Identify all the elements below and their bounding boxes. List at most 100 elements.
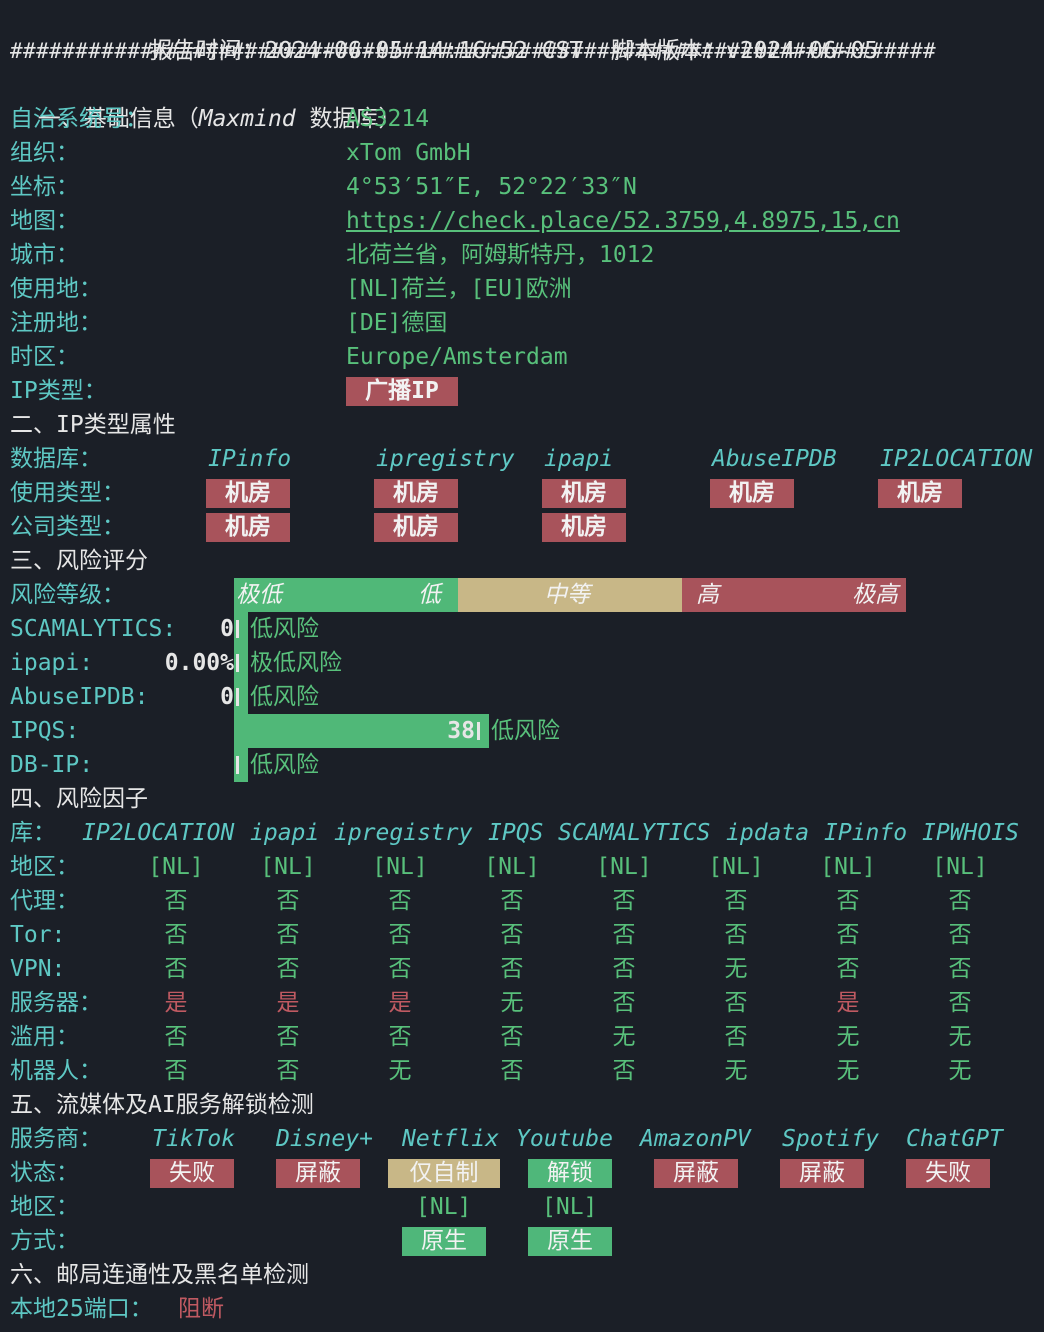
risk-source-label: ipapi: bbox=[10, 650, 94, 676]
factor-row-label: 滥用： bbox=[10, 1024, 79, 1050]
factor-value: 否 bbox=[276, 922, 300, 948]
stream-status-badge: 屏蔽 bbox=[276, 1159, 360, 1188]
factor-value: 否 bbox=[948, 888, 972, 914]
risk-score-marker bbox=[236, 756, 239, 774]
risk-score-marker bbox=[236, 688, 239, 706]
separator-rule: ########################################… bbox=[10, 39, 937, 63]
stream-method-badge: 原生 bbox=[528, 1227, 612, 1256]
factor-value: 否 bbox=[388, 922, 412, 948]
basic-field-label: 坐标： bbox=[10, 174, 79, 200]
factor-value: 是 bbox=[276, 990, 300, 1016]
usage-type-badge: 机房 bbox=[206, 479, 290, 508]
usage-type-badge: 机房 bbox=[710, 479, 794, 508]
basic-field-label: 注册地： bbox=[10, 310, 102, 336]
factor-value: 是 bbox=[164, 990, 188, 1016]
ip-type-badge: 广播IP bbox=[346, 377, 458, 406]
status-label: 状态： bbox=[10, 1160, 79, 1186]
factor-row-label: Tor: bbox=[10, 922, 66, 948]
factor-value: 否 bbox=[948, 956, 972, 982]
provider-label: 服务商： bbox=[10, 1126, 102, 1152]
factor-value: 否 bbox=[276, 1024, 300, 1050]
factor-value: [NL] bbox=[820, 854, 876, 880]
factor-value: 否 bbox=[836, 888, 860, 914]
factor-value: [NL] bbox=[932, 854, 988, 880]
factor-value: 否 bbox=[164, 888, 188, 914]
usage-type-badge: 机房 bbox=[542, 479, 626, 508]
basic-field-label: 城市： bbox=[10, 242, 79, 268]
factor-lib-name: SCAMALYTICS bbox=[558, 820, 711, 846]
risk-score-value bbox=[14, 748, 234, 782]
factor-value: 否 bbox=[164, 1024, 188, 1050]
factor-value: 无 bbox=[948, 1058, 972, 1084]
section-streaming-title: 五、流媒体及AI服务解锁检测 bbox=[10, 1092, 314, 1118]
section-mail-title: 六、邮局连通性及黑名单检测 bbox=[10, 1262, 309, 1288]
factor-value: 否 bbox=[164, 922, 188, 948]
factor-value: 无 bbox=[836, 1058, 860, 1084]
factor-value: 否 bbox=[724, 922, 748, 948]
factor-row-label: 地区： bbox=[10, 854, 79, 880]
basic-field-value: 4°53′51″E, 52°22′33″N bbox=[346, 174, 637, 200]
stream-status-badge: 屏蔽 bbox=[780, 1159, 864, 1188]
basic-field-value: 北荷兰省，阿姆斯特丹，1012 bbox=[346, 242, 655, 268]
factor-lib-name: IPinfo bbox=[824, 820, 908, 846]
stream-region-value: [NL] bbox=[542, 1194, 598, 1220]
factor-value: 否 bbox=[500, 1058, 524, 1084]
company-type-badge: 机房 bbox=[542, 513, 626, 542]
usage-type-badge: 机房 bbox=[878, 479, 962, 508]
factor-lib-name: IPQS bbox=[488, 820, 544, 846]
map-link[interactable]: https://check.place/52.3759,4.8975,15,cn bbox=[346, 208, 900, 234]
risk-level-text: 低风险 bbox=[250, 684, 319, 710]
factor-value: 否 bbox=[612, 1058, 636, 1084]
factor-value: [NL] bbox=[372, 854, 428, 880]
basic-field-value: [NL]荷兰，[EU]欧洲 bbox=[346, 276, 572, 302]
port25-status: 阻断 bbox=[178, 1296, 224, 1322]
company-type-badge: 机房 bbox=[206, 513, 290, 542]
factor-lib-label: 库： bbox=[10, 820, 56, 846]
factor-value: 否 bbox=[388, 1024, 412, 1050]
risk-score-value: 0 bbox=[220, 684, 234, 710]
factor-value: 否 bbox=[612, 922, 636, 948]
method-label: 方式： bbox=[10, 1228, 79, 1254]
factor-value: 否 bbox=[276, 1058, 300, 1084]
section-risk-title: 三、风险评分 bbox=[10, 548, 148, 574]
risk-scale: 极低 低 中等 高 极高 bbox=[234, 578, 906, 612]
factor-value: 否 bbox=[164, 956, 188, 982]
risk-score-value: 0.00% bbox=[164, 650, 234, 676]
risk-scale-green bbox=[234, 578, 458, 612]
report-time: 2024-06-05 14:16:52 CST bbox=[264, 38, 584, 64]
factor-row-label: 服务器： bbox=[10, 990, 102, 1016]
factor-value: 否 bbox=[164, 1058, 188, 1084]
ip-type-label: IP类型： bbox=[10, 378, 107, 404]
stream-region-label: 地区： bbox=[10, 1194, 79, 1220]
factor-value: [NL] bbox=[708, 854, 764, 880]
factor-lib-name: IPWHOIS bbox=[922, 820, 1019, 846]
company-type-badge: 机房 bbox=[374, 513, 458, 542]
factor-value: 无 bbox=[724, 956, 748, 982]
factor-value: 否 bbox=[500, 956, 524, 982]
factor-value: 否 bbox=[612, 956, 636, 982]
version-label: 脚本版本： bbox=[610, 38, 726, 64]
risk-source-label: AbuseIPDB: bbox=[10, 684, 149, 710]
factor-lib-name: IP2LOCATION bbox=[82, 820, 235, 846]
basic-field-value: [DE]德国 bbox=[346, 310, 448, 336]
factor-value: 否 bbox=[948, 990, 972, 1016]
stream-status-badge: 屏蔽 bbox=[654, 1159, 738, 1188]
provider-name: ChatGPT bbox=[906, 1126, 1003, 1152]
factor-value: 否 bbox=[724, 1024, 748, 1050]
risk-level-text: 低风险 bbox=[491, 718, 560, 744]
risk-level-text: 低风险 bbox=[250, 616, 319, 642]
script-version: v2024-06-05 bbox=[725, 38, 879, 64]
db-label: 数据库： bbox=[10, 446, 102, 472]
risk-source-label: DB-IP: bbox=[10, 752, 94, 778]
provider-name: Disney+ bbox=[276, 1126, 373, 1152]
iptype-db-name: IP2LOCATION bbox=[880, 446, 1033, 472]
factor-value: 否 bbox=[836, 922, 860, 948]
factor-value: 无 bbox=[948, 1024, 972, 1050]
factor-value: 否 bbox=[388, 956, 412, 982]
factor-value: 无 bbox=[836, 1024, 860, 1050]
risk-score-value: 0 bbox=[220, 616, 234, 642]
factor-value: [NL] bbox=[148, 854, 204, 880]
factor-value: 是 bbox=[836, 990, 860, 1016]
stream-status-badge: 失败 bbox=[150, 1159, 234, 1188]
risk-source-label: SCAMALYTICS: bbox=[10, 616, 177, 642]
